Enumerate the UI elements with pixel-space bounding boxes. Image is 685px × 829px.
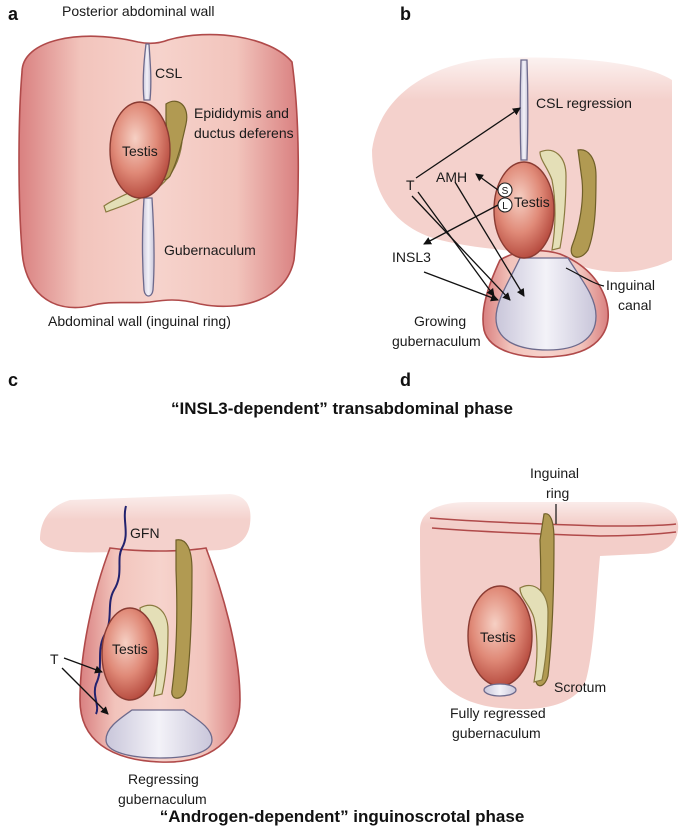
growing-gubernaculum-label-line1: Growing [414,313,466,329]
inguinal-canal-label-line1: Inguinal [606,277,655,293]
inguinal-line-lower [431,527,677,537]
panel-c: Testis GFN T Regressing gubernaculum [30,480,260,807]
csl-regression-ligament [519,59,529,161]
panel-letter-b: b [400,4,411,24]
fully-regressed-gubernaculum [483,683,517,697]
csl-regression-label: CSL regression [536,95,632,111]
growing-gubernaculum-label-line2: gubernaculum [392,333,481,349]
fully-regressed-gubernaculum-label-line1: Fully regressed [450,705,546,721]
regressing-gubernaculum-label-line2: gubernaculum [118,791,207,807]
phase-caption-inguinoscrotal: “Androgen-dependent” inguinoscrotal phas… [160,807,525,826]
epididymis-b [539,149,567,251]
arrow-t-to-gfn [63,657,103,674]
insl3-label: INSL3 [392,249,431,265]
arrow-t-to-gubernaculum-c [61,667,109,715]
csl-label-a: CSL [155,65,182,81]
scrotum-label: Scrotum [554,679,606,695]
arrow-sertoli-to-amh [475,173,499,191]
testis-c [101,607,159,701]
arrow-amh-to-gubernaculum [454,181,525,297]
label-abdominal-wall-inguinal-ring: Abdominal wall (inguinal ring) [48,313,231,329]
inguinal-line-upper [429,517,677,527]
fully-regressed-gubernaculum-label-line2: gubernaculum [452,725,541,741]
panel-d: Testis Inguinal ring Scrotum Fully regre… [410,465,682,741]
panel-letter-d: d [400,370,411,390]
ductus-deferens-c [171,539,193,699]
inguinal-canal-label-line2: canal [618,297,651,313]
gubernaculum-a [141,197,155,297]
t-label-b: T [406,177,415,193]
arrow-t-to-gubernaculum-1 [411,195,511,301]
leydig-label: L [502,201,508,212]
inguinal-ring-label-line2: ring [546,485,569,501]
csl-ligament [142,43,152,101]
regressing-gubernaculum-label-line1: Regressing [128,771,199,787]
inguinal-ring-label-line1: Inguinal [530,465,579,481]
label-posterior-abdominal-wall: Posterior abdominal wall [62,3,215,19]
gubernaculum-label-a: Gubernaculum [164,242,256,258]
gfn-label: GFN [130,525,160,541]
testis-label-a: Testis [122,143,158,159]
sertoli-label: S [502,186,509,197]
panel-letter-c: c [8,370,18,390]
arrow-t-to-csl [415,107,521,179]
testis-label-d: Testis [480,629,516,645]
testis-a [109,101,171,199]
amh-label: AMH [436,169,467,185]
arrow-insl3-to-gubernaculum [423,271,499,302]
panel-letter-a: a [8,4,19,24]
growing-gubernaculum [495,257,597,351]
panel-a: a Posterior abdominal wall Testis CSL Ep… [8,3,300,329]
t-label-c: T [50,651,59,667]
panel-b: b Testis S L CSL regression T AMH INSL3 … [372,4,672,358]
arrow-leydig-to-insl3 [423,204,499,245]
epididymis-d [519,584,549,683]
genitofemoral-nerve [93,505,127,715]
epididymis-label-line1: Epididymis and [194,105,289,121]
fade-overlay-c [30,480,260,520]
ductus-deferens-b [570,149,597,258]
testis-label-b: Testis [514,194,550,210]
testis-label-c: Testis [112,641,148,657]
regressing-gubernaculum [105,709,213,759]
epididymis-label-line2: ductus deferens [194,125,294,141]
phase-caption-transabdominal: “INSL3-dependent” transabdominal phase [171,399,513,418]
arrow-t-to-gubernaculum-2 [417,191,495,297]
inguinal-canal-leader [565,267,605,287]
